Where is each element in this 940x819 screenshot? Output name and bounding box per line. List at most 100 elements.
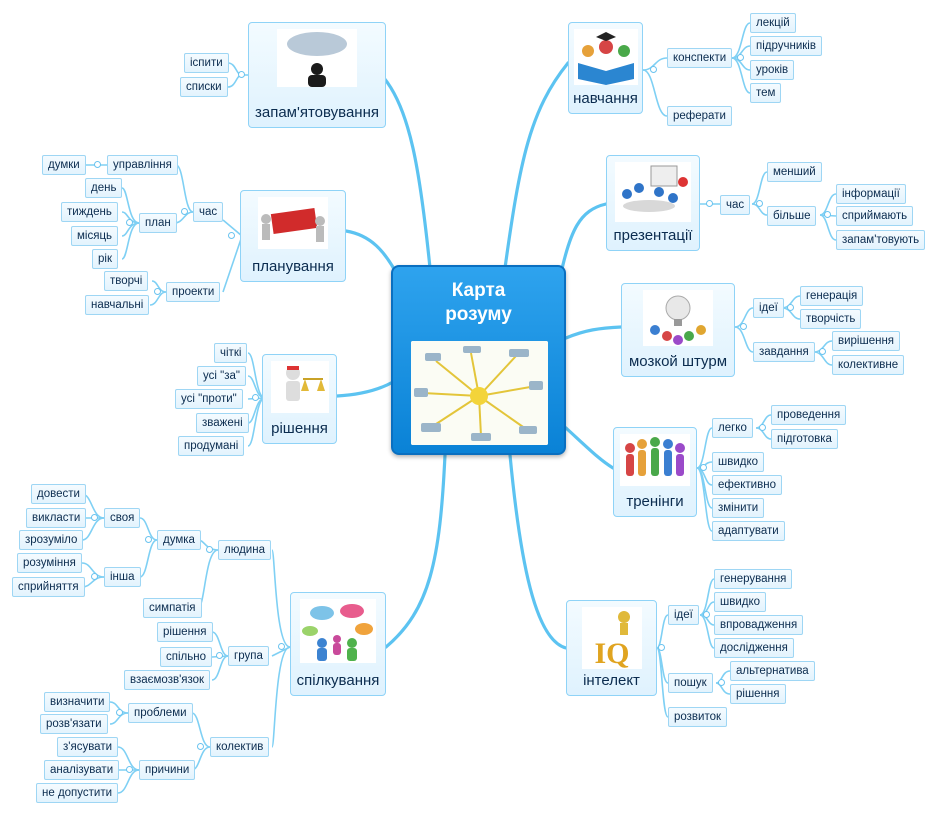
node-conducting[interactable]: проведення <box>771 405 847 425</box>
node-management[interactable]: управління <box>107 155 178 175</box>
connector-dot <box>658 644 665 651</box>
connector-dot <box>740 323 747 330</box>
node-weighed[interactable]: зважені <box>196 413 249 433</box>
node-topics[interactable]: тем <box>750 83 782 103</box>
connector-dot <box>252 394 259 401</box>
node-state[interactable]: викласти <box>26 508 87 528</box>
node-generating[interactable]: генерування <box>714 569 793 589</box>
node-clearly[interactable]: зрозуміло <box>19 530 84 550</box>
node-research[interactable]: дослідження <box>714 638 794 658</box>
node-lessons[interactable]: уроків <box>750 60 795 80</box>
node-own[interactable]: своя <box>104 508 141 528</box>
topic-planning[interactable]: планування <box>240 190 346 282</box>
node-thoughts[interactable]: думки <box>42 155 86 175</box>
connector-dot <box>216 652 223 659</box>
node-find-out[interactable]: з'ясувати <box>57 737 119 757</box>
topic-communication-label: спілкування <box>296 672 380 689</box>
node-essays[interactable]: реферати <box>667 106 732 126</box>
connector-dot <box>126 766 133 773</box>
connector-dot <box>718 679 725 686</box>
node-thoughtful[interactable]: продумані <box>178 436 245 456</box>
connector-dot <box>706 200 713 207</box>
node-group[interactable]: група <box>228 646 269 666</box>
node-development[interactable]: розвиток <box>668 707 728 727</box>
node-creative[interactable]: творчі <box>104 271 149 291</box>
node-quick[interactable]: швидко <box>714 592 767 612</box>
node-information[interactable]: інформації <box>836 184 906 204</box>
node-notes[interactable]: конспекти <box>667 48 733 68</box>
node-easy[interactable]: легко <box>712 418 753 438</box>
central-topic[interactable]: Карта розуму <box>391 265 566 455</box>
topic-learning[interactable]: навчання <box>568 22 643 114</box>
node-remember[interactable]: запам'товують <box>836 230 926 250</box>
node-preparation[interactable]: підготовка <box>771 429 838 449</box>
node-intellect-decision[interactable]: рішення <box>730 684 786 704</box>
topic-brainstorm-label: мозкой штурм <box>628 353 728 370</box>
node-lectures[interactable]: лекцій <box>750 13 796 33</box>
node-collective[interactable]: колективне <box>832 355 905 375</box>
node-prevent[interactable]: не допустити <box>36 783 119 803</box>
node-intellect-ideas[interactable]: ідеї <box>668 605 699 625</box>
node-projects[interactable]: проекти <box>166 282 221 302</box>
topic-trainings-label: тренінги <box>626 493 684 510</box>
node-relationship[interactable]: взаємозв'язок <box>124 670 211 690</box>
node-search[interactable]: пошук <box>668 673 713 693</box>
node-problems[interactable]: проблеми <box>128 703 193 723</box>
node-less[interactable]: менший <box>767 162 822 182</box>
node-time[interactable]: час <box>193 202 224 222</box>
topic-intellect[interactable]: IQ інтелект <box>566 600 657 696</box>
node-change[interactable]: змінити <box>712 498 765 518</box>
node-causes[interactable]: причини <box>139 760 196 780</box>
node-opinion[interactable]: думка <box>157 530 201 550</box>
node-brainstorm-ideas[interactable]: ідеї <box>753 298 784 318</box>
node-perceive[interactable]: сприймають <box>836 206 914 226</box>
node-exams[interactable]: іспити <box>184 53 229 73</box>
node-educational[interactable]: навчальні <box>85 295 150 315</box>
node-more[interactable]: більше <box>767 206 817 226</box>
node-define[interactable]: визначити <box>44 692 111 712</box>
connector-dot <box>181 208 188 215</box>
node-year[interactable]: рік <box>92 249 118 269</box>
node-fast[interactable]: швидко <box>712 452 765 472</box>
topic-memorize[interactable]: запам'ятовування <box>248 22 386 128</box>
node-group-decision[interactable]: рішення <box>157 622 213 642</box>
node-all-pros[interactable]: усі "за" <box>197 366 246 386</box>
node-alternative[interactable]: альтернатива <box>730 661 815 681</box>
node-presentation-time[interactable]: час <box>720 195 751 215</box>
node-effective[interactable]: ефективно <box>712 475 782 495</box>
node-all-cons[interactable]: усі "проти" <box>175 389 243 409</box>
topic-communication[interactable]: спілкування <box>290 592 386 696</box>
node-clear[interactable]: чіткі <box>214 343 248 363</box>
scales-person-icon <box>270 361 329 413</box>
node-tasks[interactable]: завдання <box>753 342 815 362</box>
node-other[interactable]: інша <box>104 567 141 587</box>
topic-trainings[interactable]: тренінги <box>613 427 697 517</box>
node-team[interactable]: колектив <box>210 737 270 757</box>
node-lists[interactable]: списки <box>180 77 228 97</box>
node-together[interactable]: спільно <box>160 647 212 667</box>
node-plan[interactable]: план <box>139 213 177 233</box>
node-solution[interactable]: вирішення <box>832 331 901 351</box>
lightbulb-icon <box>643 290 713 346</box>
node-textbooks[interactable]: підручників <box>750 36 822 56</box>
node-understanding[interactable]: розуміння <box>17 553 82 573</box>
node-creativity[interactable]: творчість <box>800 309 862 329</box>
node-sympathy[interactable]: симпатія <box>143 598 202 618</box>
connector-dot <box>91 573 98 580</box>
node-solve[interactable]: розв'язати <box>40 714 108 734</box>
node-generation[interactable]: генерація <box>800 286 864 306</box>
node-person[interactable]: людина <box>218 540 271 560</box>
node-month[interactable]: місяць <box>71 226 119 246</box>
node-day[interactable]: день <box>85 178 123 198</box>
node-perception[interactable]: сприйняття <box>12 577 85 597</box>
node-implementation[interactable]: впровадження <box>714 615 804 635</box>
topic-brainstorm[interactable]: мозкой штурм <box>621 283 735 377</box>
node-week[interactable]: тиждень <box>61 202 118 222</box>
connector-dot <box>91 514 98 521</box>
node-adapt[interactable]: адаптувати <box>712 521 785 541</box>
node-analyze[interactable]: аналізувати <box>44 760 120 780</box>
node-prove[interactable]: довести <box>31 484 86 504</box>
iq-icon: IQ <box>581 607 642 669</box>
topic-presentations[interactable]: презентації <box>606 155 700 251</box>
topic-decision[interactable]: рішення <box>262 354 337 444</box>
